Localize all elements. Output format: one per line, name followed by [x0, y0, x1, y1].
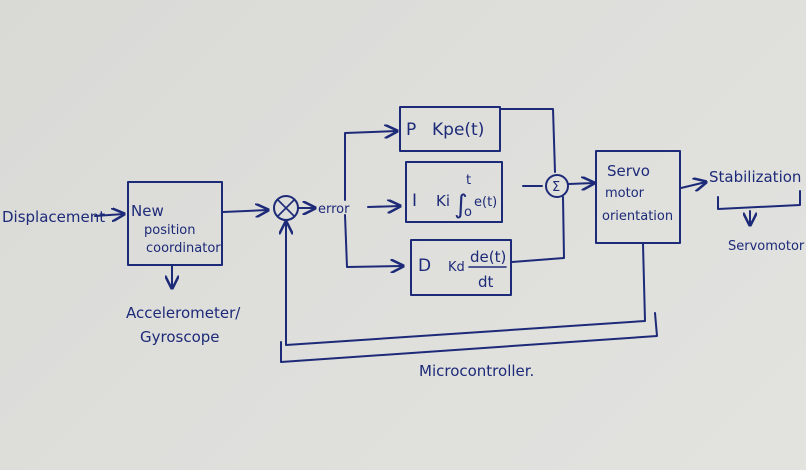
stabilization-bracket: [717, 190, 801, 210]
branch-to-d: [344, 214, 403, 267]
servomotor-label: Servomotor: [728, 239, 805, 254]
sum-symbol: Σ: [552, 180, 560, 195]
i-block: [405, 161, 503, 223]
sum-junction: [545, 174, 569, 198]
p-block: [399, 106, 501, 152]
sensor-label-line1: Accelerometer/: [126, 304, 241, 322]
stabilization-label: Stabilization: [709, 168, 801, 186]
sensor-label-line2: Gyroscope: [140, 328, 220, 346]
p-to-sum-line: [499, 108, 556, 173]
arrow-displacement-to-block: [94, 214, 124, 216]
branch-to-p: [344, 131, 397, 201]
microcontroller-label: Microcontroller.: [419, 362, 534, 380]
p-expression: Kpe(t): [432, 120, 484, 140]
error-label: error: [318, 202, 350, 217]
position-block-line1: New: [131, 202, 164, 220]
feedback-loop-line: [286, 222, 646, 346]
d-letter: D: [418, 256, 431, 276]
servo-line2: motor: [605, 186, 645, 201]
d-to-sum-line: [511, 196, 565, 263]
d-numerator: de(t): [470, 248, 506, 266]
i-upper-limit: t: [466, 173, 471, 188]
i-gain: Ki: [436, 192, 450, 210]
d-gain: Kd: [448, 260, 465, 275]
d-block: [410, 239, 512, 296]
servo-line1: Servo: [607, 162, 650, 180]
comparator-cross-b: [277, 199, 295, 217]
i-lower-limit: o: [464, 205, 472, 220]
arrow-block-to-comparator: [222, 210, 268, 212]
microcontroller-bracket: [280, 312, 658, 363]
displacement-label: Displacement: [2, 208, 105, 226]
position-coordinator-block: [127, 181, 223, 266]
arrow-error-to-i: [367, 206, 400, 207]
servo-block: [595, 150, 681, 244]
position-block-line3: coordinator: [146, 241, 221, 256]
servo-line3: orientation: [602, 209, 673, 224]
integral-sign-icon: ∫: [454, 190, 468, 220]
p-letter: P: [406, 120, 416, 140]
position-block-line2: position: [144, 223, 196, 238]
i-letter: I: [412, 191, 417, 211]
arrow-sum-to-servo: [568, 183, 594, 184]
arrow-servo-to-stabilization: [680, 182, 706, 188]
d-denominator: dt: [478, 273, 494, 291]
i-expression: e(t): [474, 195, 497, 210]
